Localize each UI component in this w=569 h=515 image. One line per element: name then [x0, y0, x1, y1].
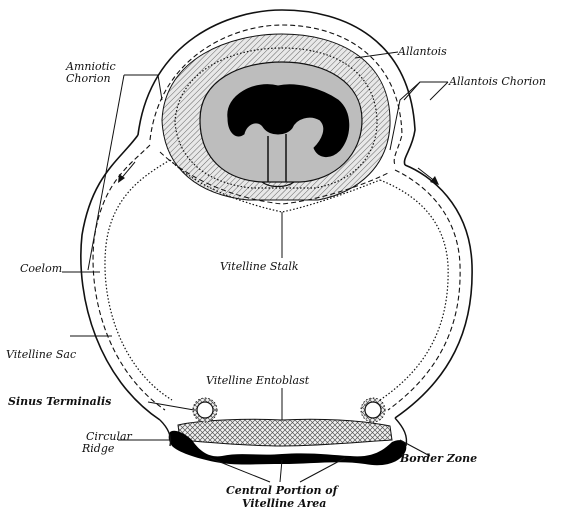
label-vitelline-area: Vitelline Area — [242, 497, 326, 510]
label-sinus-terminalis: Sinus Terminalis — [8, 395, 111, 408]
circular-ridge-left — [160, 420, 171, 446]
vitelline-entoblast-band — [178, 419, 392, 446]
label-chorion: Chorion — [66, 72, 111, 85]
label-vitelline-stalk: Vitelline Stalk — [220, 260, 299, 273]
label-vitelline-entoblast: Vitelline Entoblast — [206, 374, 310, 387]
label-coelom: Coelom — [20, 262, 62, 275]
label-border-zone: Border Zone — [399, 452, 477, 465]
sinus-terminalis-left-lumen — [197, 402, 213, 418]
label-central-portion: Central Portion of — [226, 484, 340, 497]
label-allantois: Allantois — [397, 45, 447, 58]
sinus-terminalis-right-lumen — [365, 402, 381, 418]
label-ridge: Ridge — [81, 442, 115, 455]
label-vitelline-sac: Vitelline Sac — [6, 348, 76, 361]
label-allantois-chorion: Allantois Chorion — [448, 75, 546, 88]
